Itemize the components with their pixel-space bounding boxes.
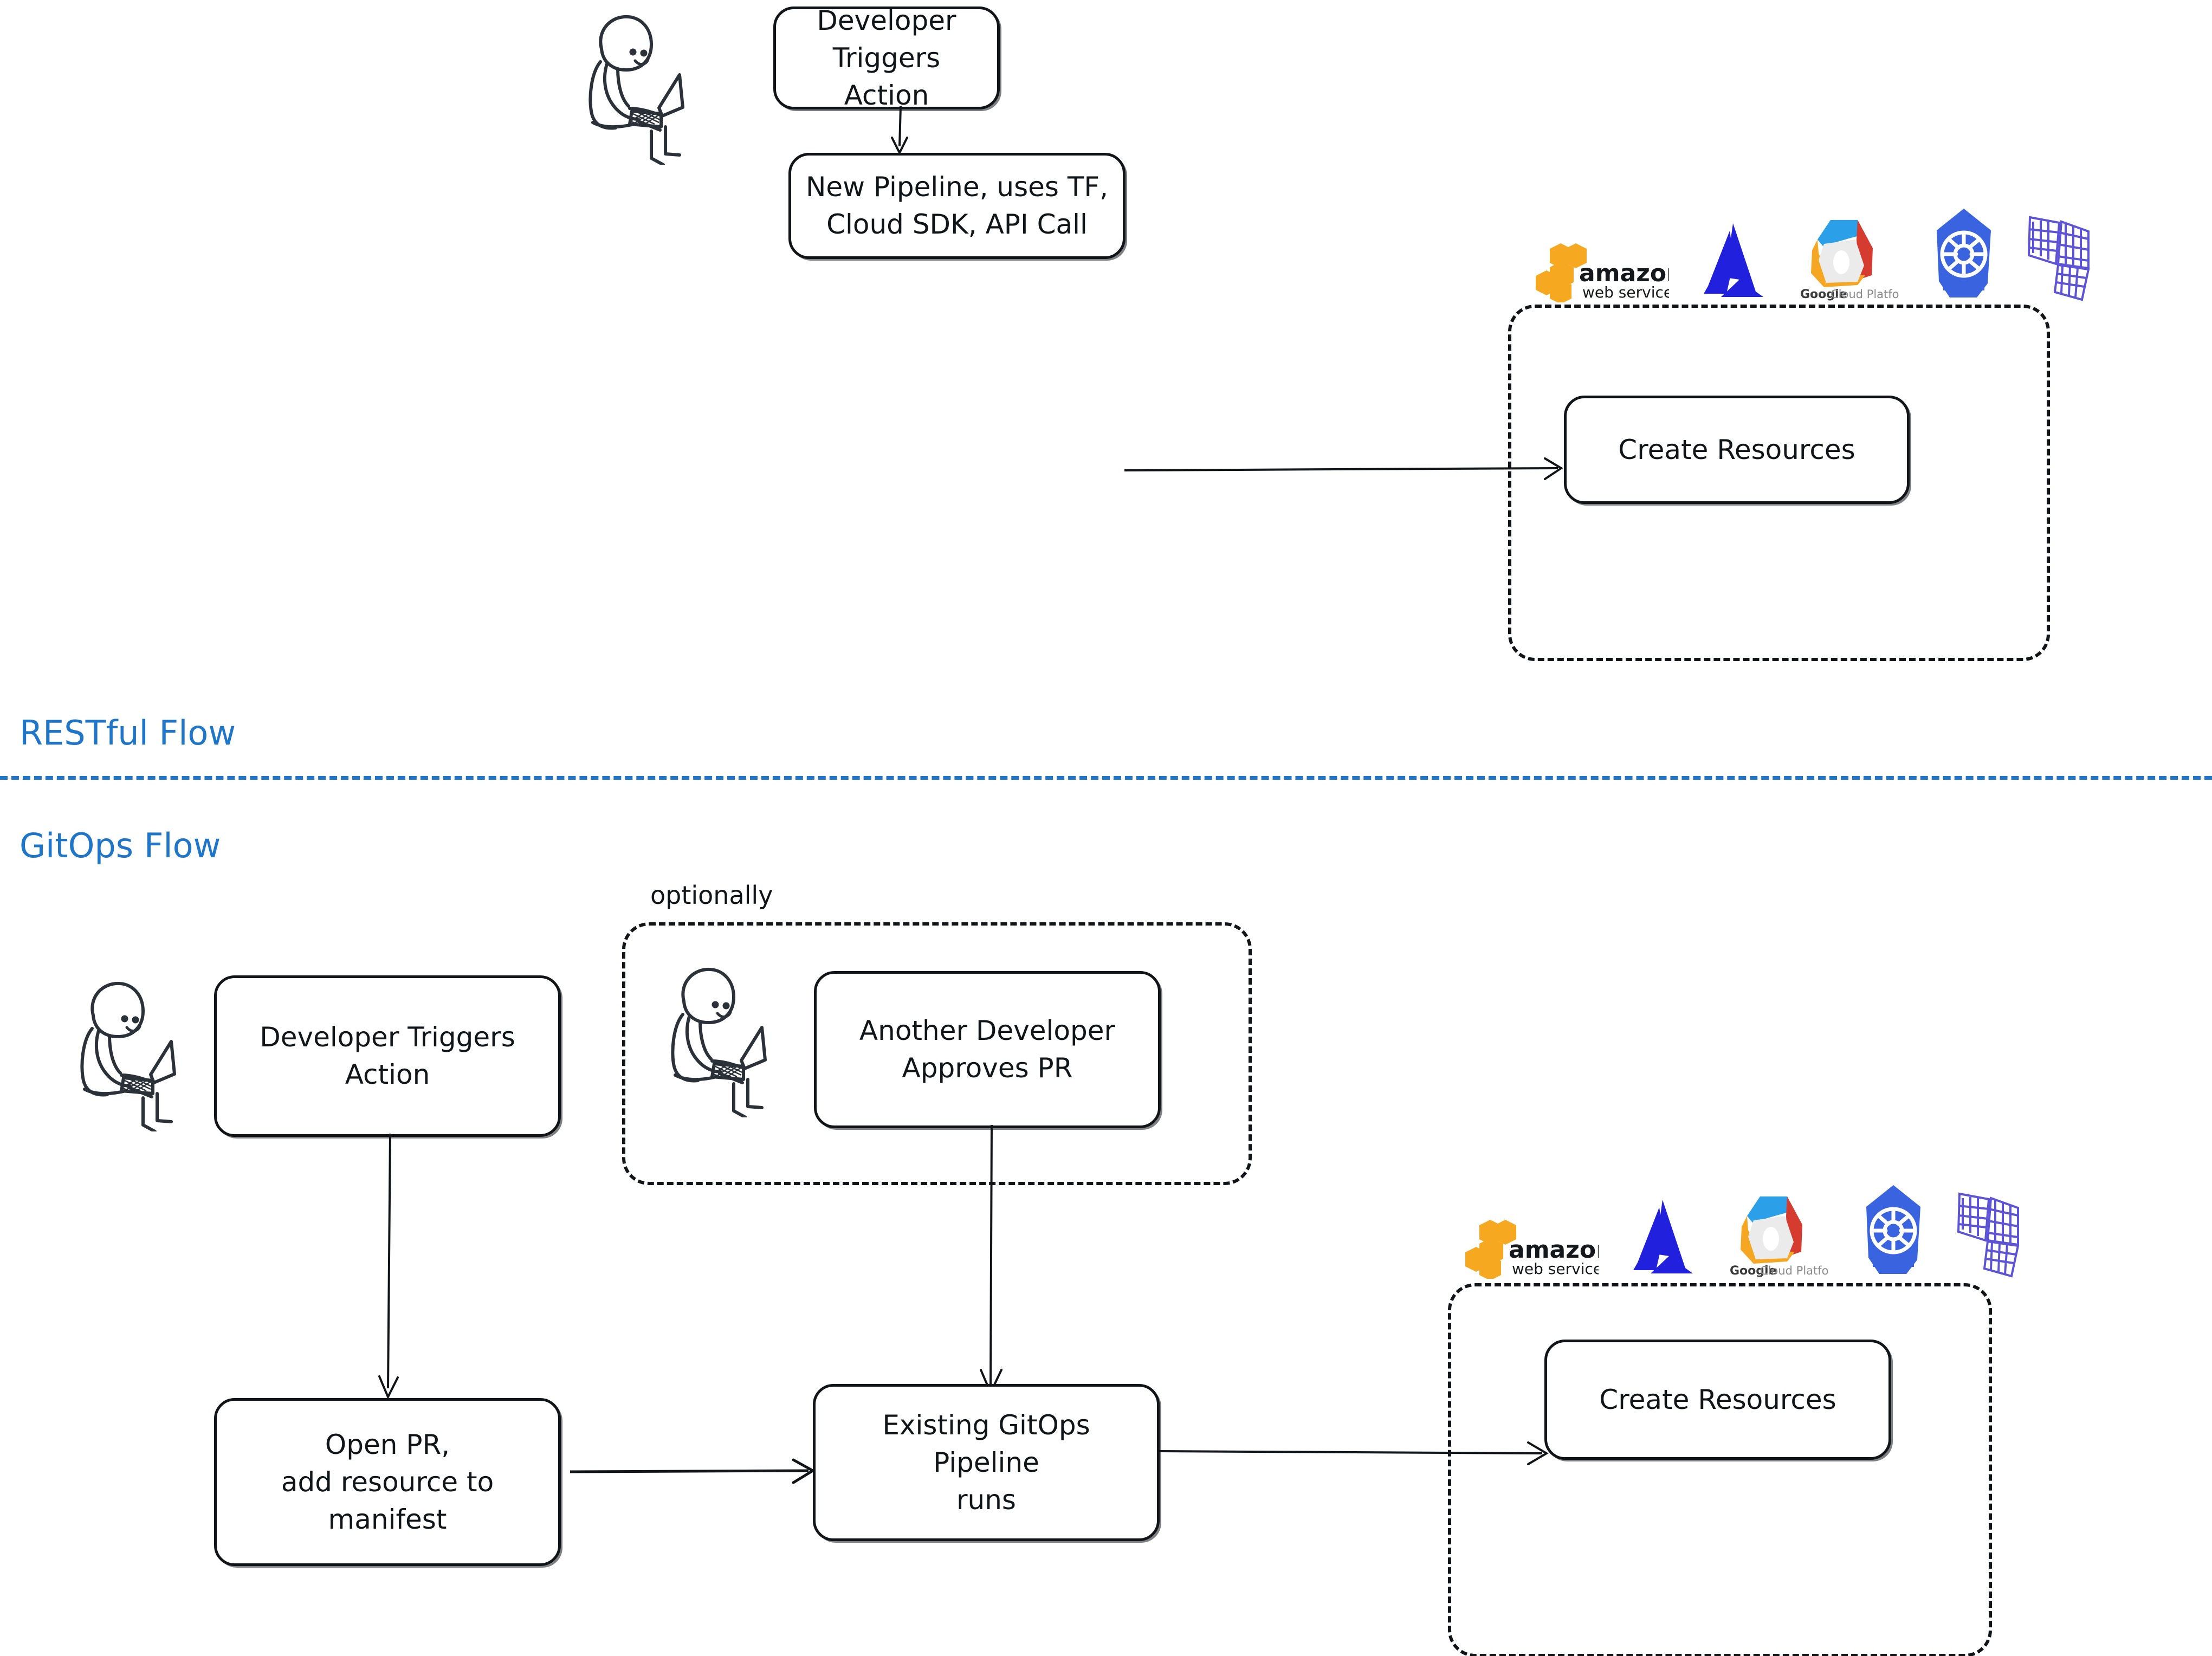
optional-approval-boundary <box>622 922 1252 1185</box>
developer-at-laptop-figure <box>584 8 698 165</box>
kubernetes-logo <box>1861 1184 1926 1279</box>
cloud-logos-row-restful: amazon web services Google <box>1534 205 2104 302</box>
gcp-wordmark-google: Google <box>1730 1264 1777 1278</box>
developer-at-laptop-figure <box>76 974 190 1131</box>
node-label: Another Developer Approves PR <box>859 1015 1116 1084</box>
edge-rest-pipeline-to-create <box>1124 457 1563 480</box>
kubernetes-logo <box>1931 208 1996 302</box>
node-label: Create Resources <box>1618 434 1855 465</box>
cloud-boundary-restful <box>1508 305 2050 661</box>
aws-wordmark: amazon <box>1509 1236 1599 1264</box>
section-divider <box>0 776 2212 780</box>
optionally-label: optionally <box>650 881 773 910</box>
google-cloud-platform-logo: Google Cloud Platform <box>1797 216 1900 302</box>
node-rest-new-pipeline[interactable]: New Pipeline, uses TF, Cloud SDK, API Ca… <box>788 153 1126 259</box>
node-gitops-another-developer-approves-pr[interactable]: Another Developer Approves PR <box>814 971 1161 1128</box>
azure-logo <box>1630 1198 1695 1279</box>
edge-gitops-openpr-to-pipeline <box>570 1458 816 1484</box>
aws-logo: amazon web services <box>1534 240 1669 302</box>
flow-label-gitops: GitOps Flow <box>20 826 221 865</box>
istio-logo <box>1957 1184 2033 1279</box>
edge-rest-trigger-to-pipeline <box>891 106 908 156</box>
node-gitops-developer-triggers-action[interactable]: Developer Triggers Action <box>214 975 561 1137</box>
edge-gitops-trigger-to-openpr <box>378 1133 399 1400</box>
node-gitops-open-pr[interactable]: Open PR, add resource to manifest <box>214 1398 561 1566</box>
gcp-wordmark-platform: Cloud Platform <box>1760 1264 1829 1277</box>
node-label: Create Resources <box>1599 1383 1836 1415</box>
node-gitops-existing-pipeline[interactable]: Existing GitOps Pipeline runs <box>813 1384 1160 1541</box>
node-label: Developer Triggers Action <box>817 4 956 111</box>
cloud-logos-row-gitops: amazon web services Google <box>1463 1181 2033 1279</box>
aws-logo: amazon web services <box>1463 1217 1599 1279</box>
cloud-boundary-gitops <box>1448 1283 1992 1656</box>
aws-wordmark: amazon <box>1579 260 1669 287</box>
flow-label-restful: RESTful Flow <box>20 713 236 753</box>
aws-subwordmark: web services <box>1582 283 1669 301</box>
node-label: New Pipeline, uses TF, Cloud SDK, API Ca… <box>805 171 1109 240</box>
azure-logo <box>1700 221 1765 302</box>
node-rest-create-resources[interactable]: Create Resources <box>1564 396 1910 504</box>
aws-subwordmark: web services <box>1512 1260 1599 1278</box>
node-label: Open PR, add resource to manifest <box>281 1428 494 1535</box>
gcp-wordmark-google: Google <box>1800 288 1847 301</box>
edge-gitops-approve-to-pipeline <box>980 1124 1002 1395</box>
node-gitops-create-resources[interactable]: Create Resources <box>1544 1340 1891 1460</box>
developer-at-laptop-figure <box>667 960 780 1117</box>
google-cloud-platform-logo: Google Cloud Platform <box>1726 1192 1829 1279</box>
node-rest-developer-triggers-action[interactable]: Developer Triggers Action <box>773 5 1000 111</box>
node-label: Developer Triggers Action <box>260 1021 515 1090</box>
istio-logo <box>2028 208 2104 302</box>
edge-gitops-pipeline-to-create <box>1158 1441 1549 1465</box>
node-label: Existing GitOps Pipeline runs <box>882 1409 1090 1516</box>
gcp-wordmark-platform: Cloud Platform <box>1831 288 1900 301</box>
